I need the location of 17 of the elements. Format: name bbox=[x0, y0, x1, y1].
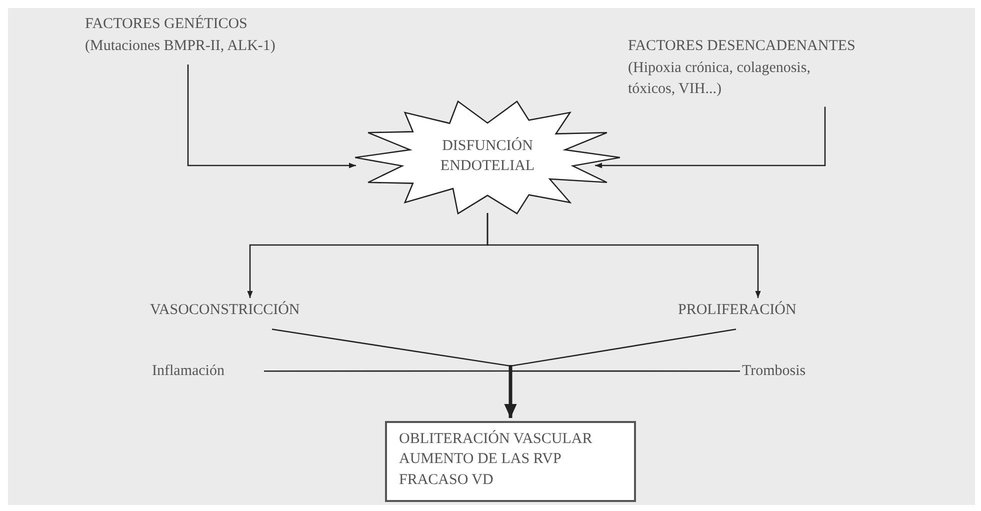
factor-detail: (Mutaciones BMPR-II, ALK-1) bbox=[85, 37, 276, 56]
arrow bbox=[595, 106, 826, 168]
arrow bbox=[486, 213, 761, 298]
process-label: PROLIFERACIÓN bbox=[678, 300, 796, 320]
outcome-box bbox=[385, 421, 636, 502]
factor-label: FACTORES DESENCADENANTES bbox=[628, 37, 856, 56]
outcome-text: AUMENTO DE LAS RVP bbox=[399, 450, 562, 470]
node-text: DISFUNCIÓN ENDOTELIAL bbox=[439, 136, 536, 176]
factor-detail: (Hipoxia crónica, colagenosis, tóxicos, VIH...) bbox=[628, 59, 812, 98]
arrow bbox=[504, 365, 517, 418]
factor-label: Inflamación bbox=[152, 362, 224, 381]
arrow bbox=[187, 64, 356, 168]
outcome-text: OBLITERACIÓN VASCULAR bbox=[399, 429, 592, 449]
factor-label: FACTORES GENÉTICOS bbox=[85, 14, 248, 34]
factor-label: Trombosis bbox=[742, 362, 806, 381]
process-label: VASOCONSTRICCIÓN bbox=[150, 300, 300, 320]
outcome-text: FRACASO VD bbox=[399, 470, 494, 490]
